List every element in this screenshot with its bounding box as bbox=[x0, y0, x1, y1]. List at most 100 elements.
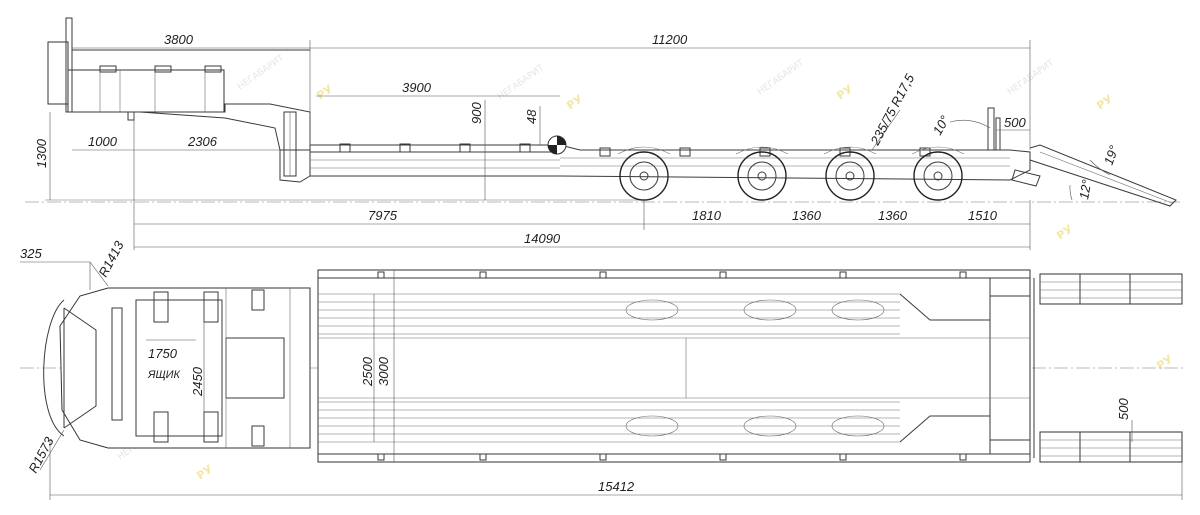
stake-pocket bbox=[377, 453, 385, 461]
stake-pocket bbox=[839, 271, 847, 279]
angle-arc bbox=[1069, 184, 1073, 201]
dim-inner-width: 2500 bbox=[360, 356, 375, 387]
wheel bbox=[735, 146, 789, 201]
dim-tire-size: 235/75 R17,5 bbox=[867, 71, 918, 149]
ramp-lower bbox=[1039, 431, 1183, 463]
top-deck bbox=[317, 269, 1031, 463]
stake-pocket bbox=[377, 271, 385, 279]
gooseneck-underside bbox=[139, 111, 281, 151]
deck-bracket bbox=[399, 143, 411, 153]
gooseneck-lug bbox=[154, 65, 172, 73]
side-dimensions bbox=[49, 40, 1111, 250]
box-label: ЯЩИК bbox=[147, 369, 181, 381]
stake-pocket bbox=[719, 453, 727, 461]
stake-pocket bbox=[599, 271, 607, 279]
watermark-logo: РУ bbox=[834, 82, 855, 102]
watermark-logo: РУ bbox=[564, 92, 585, 112]
angle-arc bbox=[949, 119, 991, 129]
box-slot bbox=[111, 307, 123, 421]
rear-ramp-side bbox=[1029, 144, 1177, 207]
watermark-logo: РУ bbox=[314, 82, 335, 102]
wheel-outline-top bbox=[625, 415, 679, 437]
dim-front-offset: 325 bbox=[20, 246, 42, 261]
stake-pocket bbox=[719, 271, 727, 279]
wheel-outline-top bbox=[625, 299, 679, 321]
watermark-logo: РУ bbox=[1094, 92, 1115, 112]
dim-overall-length: 15412 bbox=[598, 479, 635, 494]
gooseneck-plate bbox=[251, 425, 265, 447]
wheel-outline-top bbox=[831, 299, 885, 321]
deck-bracket bbox=[599, 147, 611, 157]
front-panel bbox=[47, 41, 69, 105]
stake-pocket bbox=[839, 453, 847, 461]
dim-ramp-width: 500 bbox=[1116, 398, 1131, 420]
watermark-logo: РУ bbox=[194, 462, 215, 482]
wheel-outline-top bbox=[743, 415, 797, 437]
gooseneck-plate bbox=[153, 411, 169, 443]
dim-swing-radius-outer: R1573 bbox=[25, 434, 57, 476]
dim-gooseneck-length: 3800 bbox=[164, 32, 194, 47]
rear-post bbox=[987, 107, 995, 151]
rear-ramp-line bbox=[1039, 151, 1173, 204]
rear-light bbox=[1011, 169, 1041, 187]
watermark-logo: РУ bbox=[1054, 222, 1075, 242]
watermark-text: НЕГАБАРИТ bbox=[496, 63, 546, 103]
stake-pocket bbox=[479, 453, 487, 461]
gooseneck-box bbox=[67, 69, 225, 113]
deck-bracket bbox=[519, 143, 531, 153]
watermark-text: НЕГАБАРИТ bbox=[756, 58, 806, 98]
dim-kingpin-offset: 1000 bbox=[88, 134, 118, 149]
wheel-outline-top bbox=[831, 415, 885, 437]
angle-arc bbox=[1089, 159, 1111, 176]
wheel bbox=[823, 146, 877, 201]
dim-axle-spacing-2: 1360 bbox=[792, 208, 822, 223]
wheel-outline-top bbox=[743, 299, 797, 321]
watermark-text: НЕГАБАРИТ bbox=[236, 53, 286, 93]
rear-assembly bbox=[987, 107, 1177, 207]
stake-pocket bbox=[479, 271, 487, 279]
axle-group bbox=[617, 146, 965, 201]
stake-pocket bbox=[959, 271, 967, 279]
front-drawbar bbox=[63, 307, 97, 429]
stake-pocket bbox=[599, 453, 607, 461]
dim-rear-overhang: 1510 bbox=[968, 208, 998, 223]
dim-deck-height: 48 bbox=[524, 109, 539, 124]
deck-bracket bbox=[459, 143, 471, 153]
watermark-logo: РУ bbox=[1154, 352, 1175, 372]
stake-pocket bbox=[959, 453, 967, 461]
dim-axle-spacing-3: 1360 bbox=[878, 208, 908, 223]
dim-swing-radius-inner: R1413 bbox=[95, 238, 127, 280]
deck-bracket bbox=[679, 147, 691, 157]
dim-departure-angle: 12° bbox=[1076, 179, 1094, 201]
top-dimensions bbox=[20, 261, 1183, 500]
gooseneck-plate bbox=[153, 291, 169, 323]
dim-deck-length: 11200 bbox=[652, 32, 688, 47]
dim-wheelbase-total: 14090 bbox=[524, 231, 561, 246]
watermark-text: НЕГАБАРИТ bbox=[1006, 58, 1056, 98]
swing-arc bbox=[43, 299, 65, 437]
top-gooseneck bbox=[43, 287, 311, 449]
dim-outer-width: 3000 bbox=[376, 356, 391, 386]
ramp-upper bbox=[1039, 273, 1183, 305]
dim-ramp-offset: 500 bbox=[1004, 115, 1026, 130]
wheel bbox=[617, 146, 671, 201]
dim-overall-height: 1300 bbox=[34, 138, 49, 168]
dim-box-length: 1750 bbox=[148, 346, 178, 361]
top-view: 325 R1413 R1573 1750 ЯЩИК 2450 2500 3000… bbox=[20, 238, 1185, 500]
deck-bracket bbox=[339, 143, 351, 153]
dim-kingpin-to-step: 2306 bbox=[187, 134, 218, 149]
deck-bracket bbox=[919, 147, 931, 157]
gooseneck-lug bbox=[204, 65, 222, 73]
gooseneck-top-outline bbox=[59, 287, 311, 449]
dim-rear-deck-angle: 10° bbox=[930, 113, 953, 138]
deck-frame bbox=[309, 144, 1031, 181]
dim-ramp-angle: 19° bbox=[1101, 143, 1122, 167]
center-of-gravity-fill bbox=[548, 136, 566, 154]
gooseneck-lug bbox=[99, 65, 117, 73]
kingpin bbox=[127, 111, 135, 121]
gooseneck-panel bbox=[135, 299, 223, 437]
rear-post bbox=[995, 117, 1001, 151]
top-ramps bbox=[1033, 273, 1183, 463]
main-deck bbox=[309, 135, 1031, 181]
